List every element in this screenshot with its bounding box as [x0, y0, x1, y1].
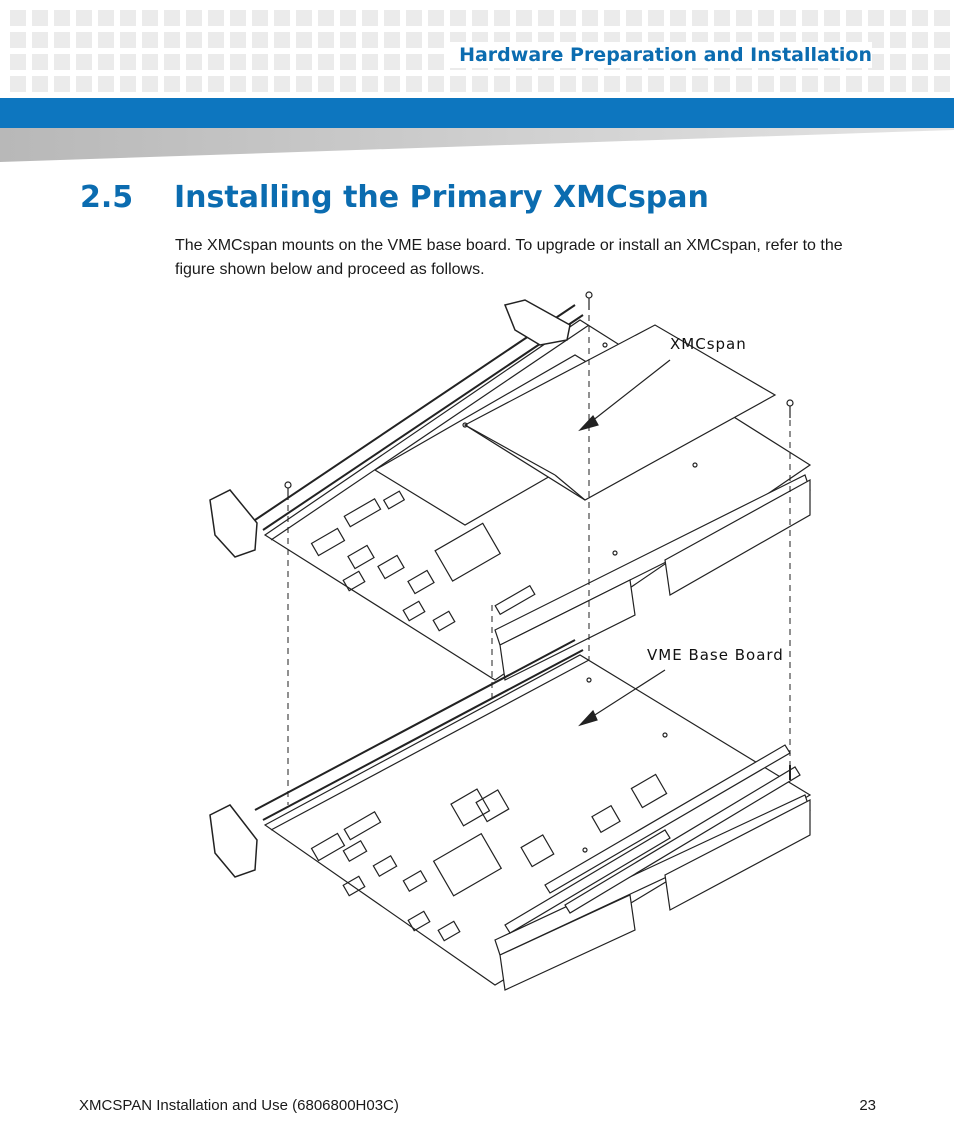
chapter-title: Hardware Preparation and Installation	[449, 42, 872, 68]
intro-paragraph: The XMCspan mounts on the VME base board…	[175, 237, 843, 278]
page-number: 23	[859, 1097, 876, 1114]
section-heading: 2.5 Installing the Primary XMCspan	[80, 180, 709, 215]
footer-doc-title: XMCSPAN Installation and Use (6806800H03…	[79, 1097, 399, 1114]
xmcspan-board	[209, 291, 812, 681]
base-board-arrow	[578, 669, 666, 727]
installation-figure: XMCspan VME Base Board	[209, 291, 812, 991]
base-board-label: VME Base Board	[647, 646, 784, 664]
section-title: Installing the Primary XMCspan	[174, 180, 709, 215]
section-number: 2.5	[80, 180, 134, 215]
vme-base-board	[209, 639, 812, 991]
header-shadow	[0, 128, 954, 162]
xmcspan-arrow	[578, 359, 671, 432]
header-band	[0, 98, 954, 128]
xmcspan-label: XMCspan	[670, 335, 747, 353]
